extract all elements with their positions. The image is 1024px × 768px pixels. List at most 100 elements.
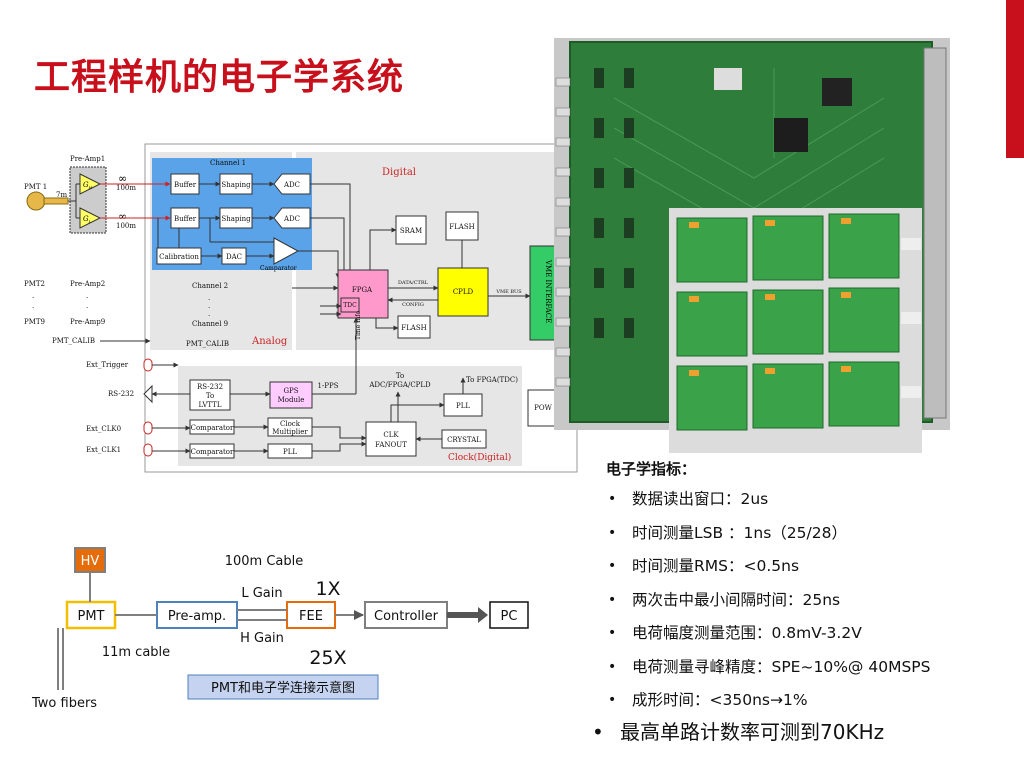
- pmt9-label: PMT9: [24, 318, 45, 326]
- spec-item: 两次击中最小间隔时间：25ns: [606, 590, 1006, 624]
- pmt-label: PMT: [78, 609, 105, 624]
- flash-top-box: [445, 211, 479, 241]
- bullet-icon: •: [592, 720, 604, 744]
- cpld-box: [437, 267, 489, 317]
- config-label: CONFIG: [402, 302, 424, 308]
- buffer1-label: Buffer: [174, 181, 197, 189]
- dots-label: .: [208, 302, 210, 310]
- hv-label: HV: [81, 554, 100, 569]
- rs232-to-lvttl-label: LVTTL: [199, 401, 222, 409]
- cable-100m-label: 100m: [116, 222, 136, 230]
- comparator-a-label: Comparator: [191, 424, 234, 432]
- time-info-label: Time Info: [355, 310, 362, 340]
- h-gain-label: H Gain: [240, 631, 284, 646]
- arrow-to-pc-icon: [447, 607, 488, 623]
- gps-module-label: Module: [278, 396, 305, 404]
- cable-7m-label: 7m: [56, 191, 67, 199]
- cable-100m-label: 100m Cable: [225, 554, 304, 569]
- comparator-label: Camparator: [260, 265, 297, 272]
- ext-clk0-connector-icon: [143, 421, 153, 435]
- flash-top-label: FLASH: [449, 223, 474, 231]
- cable-11m-label: 11m cable: [102, 645, 170, 660]
- pmt1-icon: [26, 191, 46, 211]
- pc-box: [489, 601, 529, 629]
- pmt-calib-inner-label: PMT_CALIB: [186, 340, 229, 348]
- dots-label: .: [32, 292, 34, 300]
- fee-boards-photo: [669, 208, 922, 453]
- adc1-label: ADC: [283, 181, 300, 189]
- ext-clk0-label: Ext_CLK0: [86, 425, 121, 433]
- channel1-label: Channel 1: [210, 159, 246, 167]
- preamp2-label: Pre-Amp2: [70, 280, 105, 288]
- to-adc-label: ADC/FPGA/CPLD: [368, 381, 431, 389]
- cable-100m-label: 100m: [116, 184, 136, 192]
- comparator-icon: [273, 237, 300, 265]
- dac-label: DAC: [226, 253, 242, 261]
- ext-clk1-label: Ext_CLK1: [86, 446, 121, 454]
- dots-label: .: [86, 292, 88, 300]
- spec-highlight-text: 最高单路计数率可测到70KHz: [620, 720, 885, 744]
- caption-box: [187, 674, 379, 700]
- spec-item: 电荷幅度测量范围：0.8mV-3.2V: [606, 623, 1006, 657]
- rs232-label: RS-232: [108, 390, 134, 398]
- flash-bottom-label: FLASH: [401, 324, 426, 332]
- sram-label: SRAM: [400, 227, 422, 235]
- shaping2-label: Shaping: [221, 215, 251, 223]
- pll-top-label: PLL: [456, 402, 470, 410]
- preamp9-label: Pre-Amp9: [70, 318, 105, 326]
- fee-box: [286, 601, 336, 629]
- power-label: POW: [534, 404, 552, 412]
- to-adc-label: To: [396, 372, 404, 380]
- cpld-label: CPLD: [453, 288, 474, 296]
- channel9-label: Channel 9: [192, 320, 228, 328]
- analog-label: Analog: [251, 336, 288, 347]
- two-fibers-label: Two fibers: [31, 696, 97, 711]
- preamp-box: [156, 601, 238, 629]
- gain-25x-label: 25X: [309, 647, 346, 669]
- dots-label: .: [208, 294, 210, 302]
- vme-interface-box: [529, 245, 559, 341]
- gain-l-label: GL: [83, 215, 92, 224]
- ext-trigger-connector-icon: [143, 358, 153, 372]
- pc-label: PC: [501, 609, 518, 624]
- pll-bottom-label: PLL: [283, 448, 297, 456]
- ext-clk1-connector-icon: [143, 443, 153, 457]
- controller-label: Controller: [374, 609, 439, 624]
- gain-h-label: GH: [83, 181, 93, 190]
- rs232-to-lvttl-label: RS-232: [197, 383, 223, 391]
- calibration-label: Calibration: [159, 253, 199, 261]
- spec-item: 成形时间：<350ns→1%: [606, 690, 1006, 724]
- channel2-label: Channel 2: [192, 282, 228, 290]
- gps-module-box: [269, 381, 313, 409]
- clock-multiplier-label: Multiplier: [272, 428, 308, 436]
- ext-trigger-label: Ext_Trigger: [86, 361, 129, 369]
- preamp-label: Pre-amp.: [168, 609, 226, 624]
- spec-highlight: • 最高单路计数率可测到70KHz: [592, 716, 884, 745]
- fpga-label: FPGA: [352, 286, 373, 294]
- spec-list: 电子学指标： 数据读出窗口：2us 时间测量LSB ：1ns（25/28） 时间…: [606, 458, 1006, 724]
- spec-item: 时间测量RMS：<0.5ns: [606, 556, 1006, 590]
- spec-item: 数据读出窗口：2us: [606, 489, 1006, 523]
- pmt2-label: PMT2: [24, 280, 45, 288]
- preamp1-label: Pre-Amp1: [70, 155, 105, 163]
- gain-1x-label: 1X: [315, 578, 340, 600]
- vme-interface-label: VME INTERFACE: [544, 259, 552, 323]
- dots-label: .: [32, 302, 34, 310]
- pmt1-icon: [43, 197, 69, 205]
- digital-label: Digital: [382, 167, 416, 178]
- sram-box: [395, 215, 427, 245]
- adc2-label: ADC: [283, 215, 300, 223]
- comparator-b-label: Comparator: [191, 448, 234, 456]
- buffer2-label: Buffer: [174, 215, 197, 223]
- cable-coil-icon: ∞: [118, 172, 127, 185]
- crystal-label: CRYSTAL: [447, 436, 481, 444]
- spec-item: 电荷测量寻峰精度：SPE~10%@ 40MSPS: [606, 657, 1006, 691]
- rs232-to-lvttl-label: To: [206, 392, 214, 400]
- fee-label: FEE: [299, 609, 323, 624]
- connection-diagram: HV 100m Cable L Gain 1X PMT Pre-amp. FEE…: [31, 547, 529, 711]
- clk-fanout-label: CLK: [383, 431, 399, 439]
- accent-bar-gap: [1006, 158, 1024, 768]
- to-fpga-tdc-label: To FPGA(TDC): [466, 376, 518, 384]
- clk-fanout-box: [365, 421, 417, 457]
